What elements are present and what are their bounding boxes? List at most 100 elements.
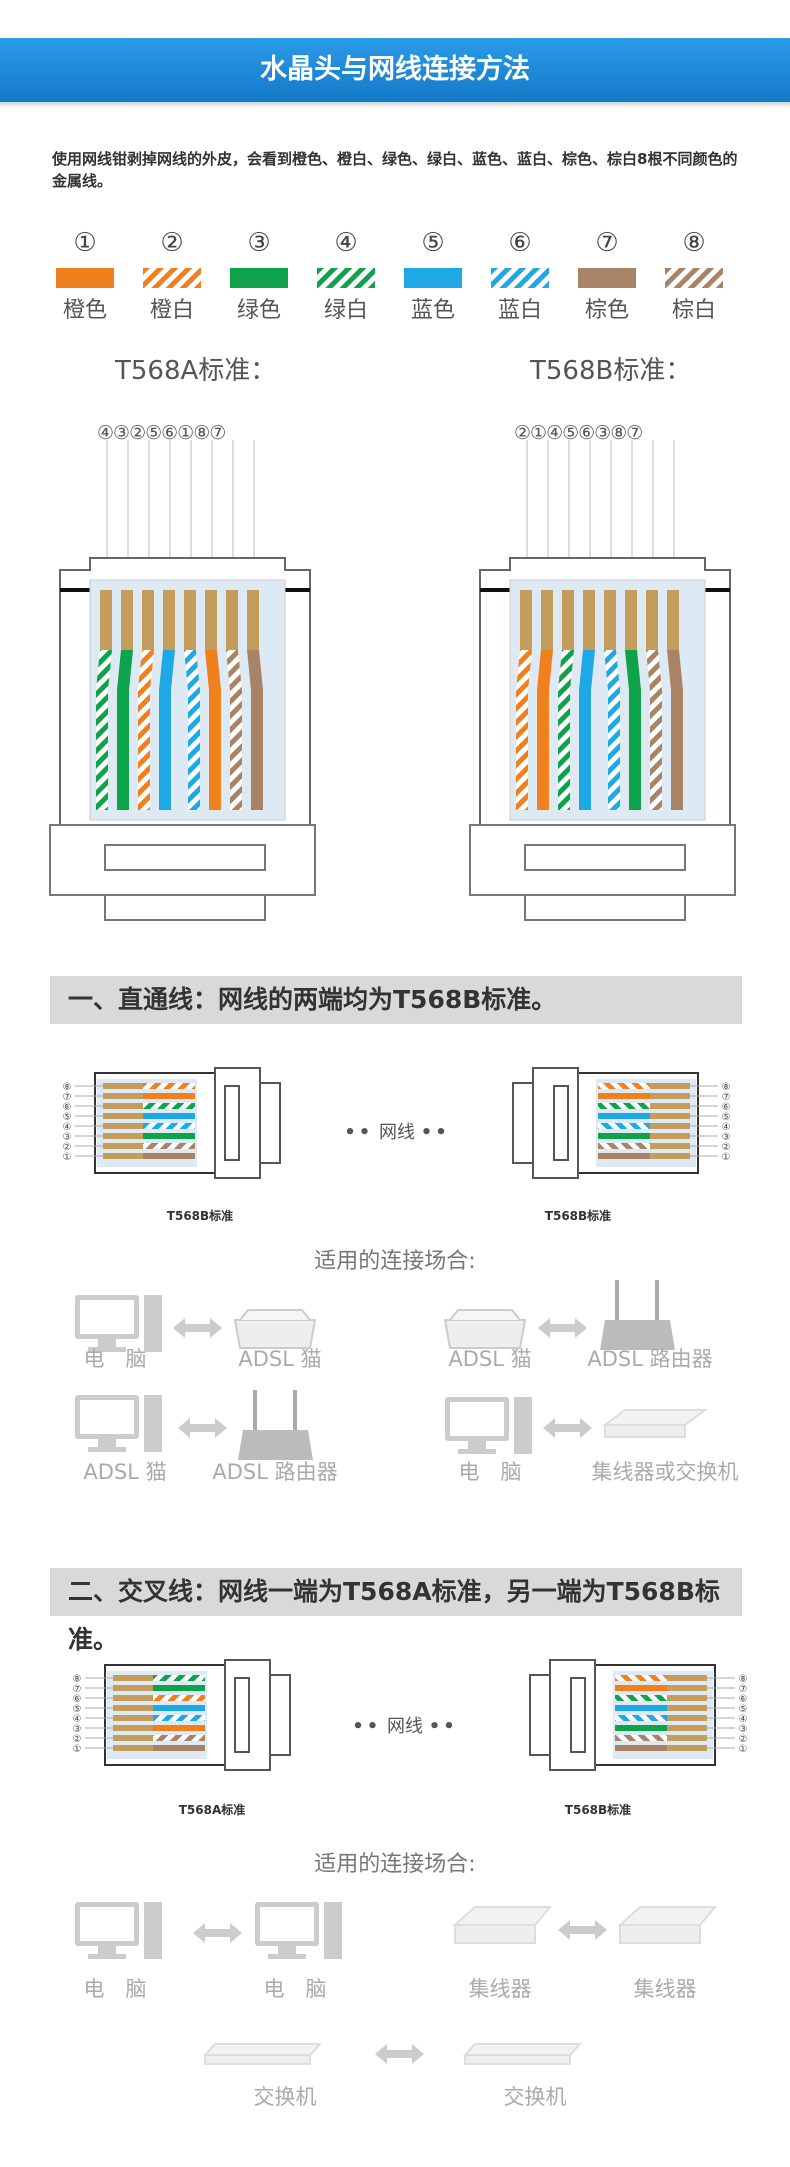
gold-contact	[650, 1083, 690, 1089]
wire-绿色	[153, 1685, 205, 1691]
wire-橙色	[153, 1725, 205, 1731]
wire-蓝色	[159, 650, 175, 810]
hub-icon	[617, 1906, 718, 1944]
legend-number: ④	[334, 228, 358, 258]
section1-cable: •• 网线 ••	[344, 1122, 450, 1143]
pin-number: ⑦	[739, 1684, 748, 1695]
gold-contact	[103, 1123, 143, 1129]
gold-contact	[562, 590, 574, 650]
double-arrow-icon	[193, 1923, 242, 1943]
wire-橙色	[205, 650, 221, 810]
section1-right-label: T568B标准	[544, 1209, 612, 1223]
wire-棕白	[646, 650, 662, 810]
boot-tail	[512, 1082, 534, 1164]
gold-contact	[113, 1745, 153, 1751]
device-label: ADSL 猫	[83, 1460, 167, 1484]
gold-contact	[184, 590, 196, 650]
t568a-connector-diagram	[49, 440, 316, 921]
computer-to-switch-pair	[445, 1397, 708, 1454]
double-arrow-icon	[178, 1418, 227, 1438]
gold-contact	[121, 590, 133, 650]
wire-棕白	[143, 1143, 195, 1149]
intro-text: 使用网线钳剥掉网线的外皮，会看到橙色、橙白、绿色、绿白、蓝色、蓝白、棕色、棕白8…	[52, 150, 738, 190]
device-label: 电 脑	[263, 1977, 327, 2001]
legend-swatch	[404, 268, 462, 288]
pin-number: ②	[63, 1142, 72, 1153]
section1-heading: 一、直通线：网线的两端均为T568B标准。	[50, 976, 742, 1024]
gold-contact	[604, 590, 616, 650]
wire-棕白	[615, 1735, 667, 1741]
pin-number: ④	[63, 1122, 72, 1133]
legend-swatch	[491, 268, 549, 288]
section2-cable: •• 网线 ••	[352, 1716, 458, 1737]
pin-number: ⑧	[739, 1674, 748, 1685]
boot-window	[224, 1085, 240, 1161]
device-label: 电 脑	[458, 1460, 522, 1484]
wire-蓝色	[143, 1113, 195, 1119]
legend-swatch	[230, 268, 288, 288]
wire-绿白	[615, 1695, 667, 1701]
pin-number: ②	[722, 1142, 731, 1153]
legend-swatch	[56, 268, 114, 288]
gold-contact	[650, 1153, 690, 1159]
pin-number: ⑧	[722, 1082, 731, 1093]
gold-contact	[103, 1133, 143, 1139]
pin-number: ⑧	[73, 1674, 82, 1685]
gold-contact	[100, 590, 112, 650]
legend-number: ⑥	[508, 228, 532, 258]
device-label: ADSL 猫	[448, 1347, 532, 1371]
legend-number: ①	[73, 228, 97, 258]
gold-contact	[113, 1725, 153, 1731]
adsl-modem-icon	[233, 1309, 317, 1349]
section1-left-label: T568B标准	[166, 1209, 234, 1223]
device-label: 电 脑	[83, 1977, 147, 2001]
pin-number: ③	[73, 1724, 82, 1735]
legend-number: ⑤	[421, 228, 445, 258]
pin-number: ⑤	[722, 1112, 731, 1123]
section1-cable-label: 网线	[379, 1122, 415, 1143]
gold-contact	[667, 1735, 707, 1741]
wire-橙色	[598, 1093, 650, 1099]
wire-橙白	[615, 1675, 667, 1681]
legend-number: ⑧	[682, 228, 706, 258]
banner-shadow	[0, 102, 790, 108]
wire-橙白	[143, 1083, 195, 1089]
section1-usage-caption: 适用的连接场合:	[314, 1249, 476, 1274]
wire-棕色	[615, 1745, 667, 1751]
boot-window	[570, 1677, 586, 1753]
pin-number: ⑥	[63, 1102, 72, 1113]
wire-蓝白	[143, 1123, 195, 1129]
pin-number: ⑧	[63, 1082, 72, 1093]
wire-绿色	[615, 1725, 667, 1731]
legend-swatch	[317, 268, 375, 288]
pin-number: ③	[63, 1132, 72, 1143]
gold-contact	[667, 1725, 707, 1731]
gold-contact	[625, 590, 637, 650]
t568a-order: ④③②⑤⑥①⑧⑦	[97, 422, 226, 444]
modem-to-router-pair	[75, 1390, 313, 1460]
wire-橙白	[598, 1083, 650, 1089]
gold-contact	[103, 1093, 143, 1099]
gold-contact	[163, 590, 175, 650]
hub-to-hub-pair	[452, 1906, 718, 1944]
gold-contact	[650, 1123, 690, 1129]
double-arrow-icon	[538, 1318, 587, 1338]
wire-绿色	[598, 1133, 650, 1139]
legend-number: ②	[160, 228, 184, 258]
pin-number: ③	[739, 1724, 748, 1735]
section2-heading: 二、交叉线：网线一端为T568A标准，另一端为T568B标准。	[50, 1568, 742, 1654]
gold-contact	[113, 1705, 153, 1711]
wire-绿白	[143, 1103, 195, 1109]
wire-蓝白	[184, 650, 200, 810]
legend-color-name: 蓝色	[410, 298, 455, 323]
boot-window	[104, 844, 266, 871]
switch-icon	[462, 2043, 583, 2065]
gold-contact	[541, 590, 553, 650]
section2-usage-caption: 适用的连接场合:	[314, 1852, 476, 1877]
section2-left-label: T568A标准	[178, 1803, 246, 1817]
legend-color-name: 蓝白	[497, 298, 542, 323]
boot-window	[524, 844, 686, 871]
